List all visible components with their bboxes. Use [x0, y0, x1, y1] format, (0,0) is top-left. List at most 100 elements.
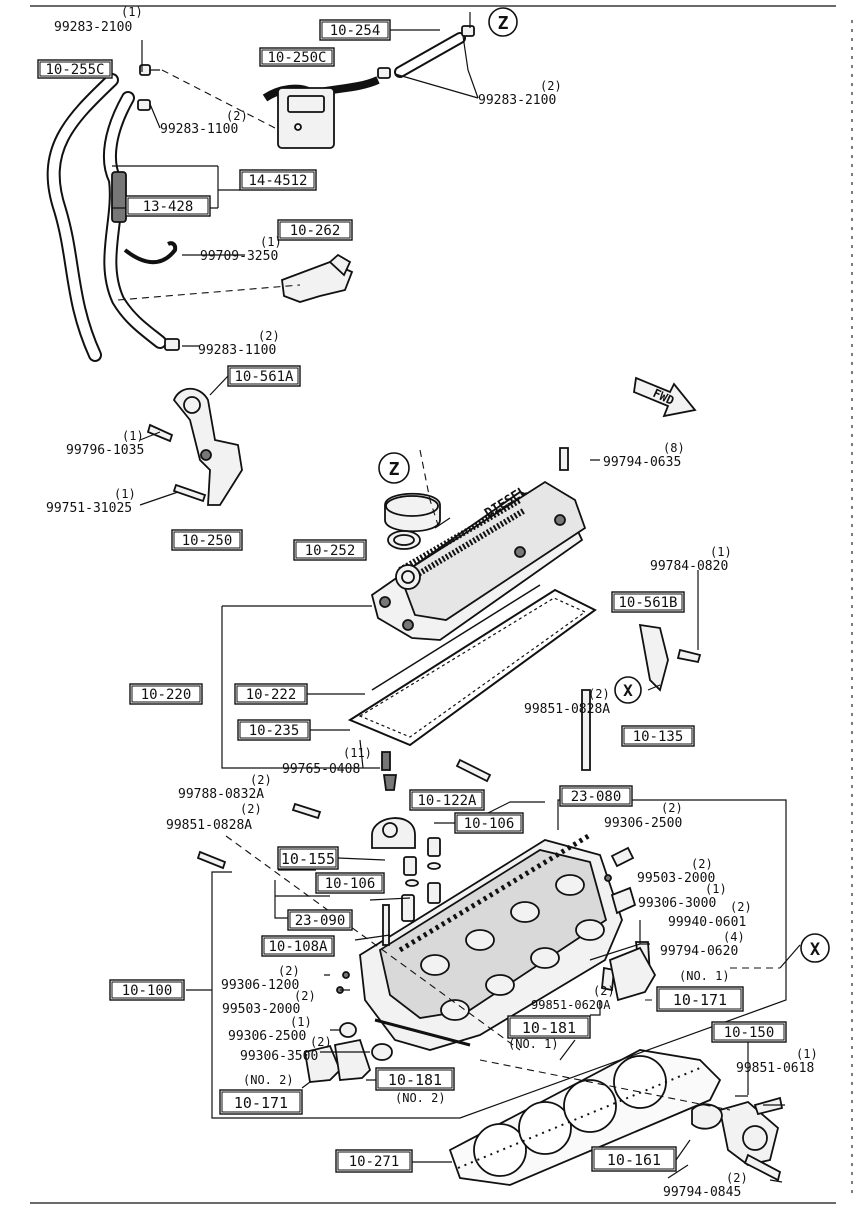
part-number: 99794-0845 — [663, 1185, 741, 1200]
ref-box-10-561b[interactable]: 10-561B — [611, 591, 685, 613]
svg-text:13-428: 13-428 — [143, 199, 194, 215]
svg-text:10-161: 10-161 — [607, 1151, 661, 1169]
svg-text:10-561B: 10-561B — [618, 595, 677, 611]
engine-hanger-bracket — [146, 387, 243, 506]
ref-box-10-561a[interactable]: 10-561A — [227, 365, 301, 387]
svg-text:10-235: 10-235 — [249, 723, 300, 739]
ref-box-10-135[interactable]: 10-135 — [621, 725, 695, 747]
ref-box-10-100[interactable]: 10-100 — [109, 979, 185, 1001]
quantity: (4) — [723, 930, 745, 944]
ref-box-10-262[interactable]: 10-262 — [277, 219, 353, 241]
quantity: (2) — [726, 1171, 748, 1185]
hose-clamps-top — [137, 25, 475, 351]
ref-box-10-171-left[interactable]: 10-171 — [219, 1089, 303, 1115]
part-number: 99788-0832A — [178, 787, 264, 802]
ref-box-10-171-right[interactable]: 10-171 — [656, 986, 744, 1012]
quantity: (2) — [258, 329, 280, 343]
bolts-cover — [381, 447, 702, 771]
part-number: 99851-0828A — [166, 818, 252, 833]
svg-text:10-106: 10-106 — [464, 816, 515, 832]
svg-text:10-255C: 10-255C — [45, 62, 104, 78]
marker-z-mid: Z — [378, 452, 410, 484]
ref-box-10-108a[interactable]: 10-108A — [261, 935, 335, 957]
svg-text:10-220: 10-220 — [141, 687, 192, 703]
ref-box-10-106-lower[interactable]: 10-106 — [315, 872, 385, 894]
part-number: 99784-0820 — [650, 559, 728, 574]
svg-text:23-090: 23-090 — [295, 913, 346, 929]
part-number: 99503-2000 — [637, 871, 715, 886]
oil-separator — [277, 87, 335, 149]
ref-box-10-250c[interactable]: 10-250C — [259, 47, 335, 67]
ref-box-10-181-right[interactable]: 10-181 — [507, 1015, 591, 1039]
part-number: 99794-0635 — [603, 455, 681, 470]
part-number: 99751-31025 — [46, 501, 132, 516]
ref-box-10-181-left[interactable]: 10-181 — [375, 1067, 455, 1091]
ref-box-10-271[interactable]: 10-271 — [335, 1149, 413, 1173]
cylinder-head — [359, 832, 623, 1051]
svg-text:10-271: 10-271 — [349, 1154, 400, 1170]
quantity: (2) — [661, 801, 683, 815]
part-number: 99283-2100 — [54, 20, 132, 35]
quantity: (1) — [114, 487, 136, 501]
part-number: 99709-3250 — [200, 249, 278, 264]
water-outlet-plates — [303, 946, 657, 1083]
ref-box-10-155[interactable]: 10-155 — [277, 846, 339, 870]
ref-box-10-235[interactable]: 10-235 — [237, 719, 311, 741]
svg-text:10-250: 10-250 — [182, 533, 233, 549]
svg-text:10-108A: 10-108A — [268, 939, 328, 955]
quantity: (2) — [691, 857, 713, 871]
ref-box-10-250[interactable]: 10-250 — [171, 529, 243, 551]
svg-text:10-135: 10-135 — [633, 729, 684, 745]
ref-box-10-122a[interactable]: 10-122A — [409, 789, 485, 811]
part-number: 99306-2500 — [228, 1029, 306, 1044]
marker-x-mid: X — [614, 676, 642, 704]
water-outlet-10-150 — [691, 1096, 784, 1182]
ref-box-10-106-upper[interactable]: 10-106 — [454, 812, 524, 834]
quantity: (1) — [260, 235, 282, 249]
quantity: (1) — [705, 882, 727, 896]
quantity: (2) — [730, 900, 752, 914]
ref-box-23-080[interactable]: 23-080 — [559, 785, 633, 807]
svg-text:10-100: 10-100 — [122, 983, 173, 999]
ref-box-10-220[interactable]: 10-220 — [129, 683, 203, 705]
svg-text:23-080: 23-080 — [571, 789, 622, 805]
marker-z-mid-label: Z — [389, 459, 400, 480]
svg-text:10-561A: 10-561A — [234, 369, 294, 385]
ref-box-14-4512[interactable]: 14-4512 — [239, 169, 317, 191]
part-number: 99283-1100 — [198, 343, 276, 358]
note-no1-mid: (NO. 1) — [508, 1037, 559, 1051]
ref-box-23-090[interactable]: 23-090 — [287, 909, 353, 931]
quantity: (2) — [278, 964, 300, 978]
ref-box-10-252[interactable]: 10-252 — [293, 539, 367, 561]
part-number: 99306-3000 — [638, 896, 716, 911]
ref-box-10-254[interactable]: 10-254 — [319, 19, 391, 41]
quantity: (1) — [290, 1015, 312, 1029]
quantity: (2) — [588, 687, 610, 701]
part-number: 99283-1100 — [160, 122, 238, 137]
svg-text:10-150: 10-150 — [724, 1025, 775, 1041]
part-number: 99306-2500 — [604, 816, 682, 831]
note-no1-right: (NO. 1) — [679, 969, 730, 983]
ref-box-10-150[interactable]: 10-150 — [711, 1021, 787, 1043]
ref-box-10-222[interactable]: 10-222 — [234, 683, 308, 705]
svg-text:10-181: 10-181 — [388, 1071, 442, 1089]
svg-text:10-262: 10-262 — [290, 223, 341, 239]
quantity: (1) — [710, 545, 732, 559]
ref-box-13-428[interactable]: 13-428 — [125, 195, 211, 217]
svg-text:10-171: 10-171 — [673, 991, 727, 1009]
ref-box-10-255c[interactable]: 10-255C — [37, 59, 113, 79]
marker-z-top: Z — [488, 7, 518, 37]
svg-text:14-4512: 14-4512 — [248, 173, 307, 189]
part-number: 99851-0620A — [531, 998, 611, 1012]
note-no2-a: (NO. 2) — [243, 1073, 294, 1087]
quantity: (2) — [250, 773, 272, 787]
svg-text:10-106: 10-106 — [325, 876, 376, 892]
quantity: (2) — [310, 1035, 332, 1049]
quantity: (1) — [796, 1047, 818, 1061]
ref-box-10-161[interactable]: 10-161 — [591, 1146, 677, 1172]
part-number: 99851-0828A — [524, 702, 610, 717]
quantity: (1) — [121, 5, 143, 19]
quantity: (2) — [240, 802, 262, 816]
cam-cap-and-tappets — [371, 774, 441, 946]
